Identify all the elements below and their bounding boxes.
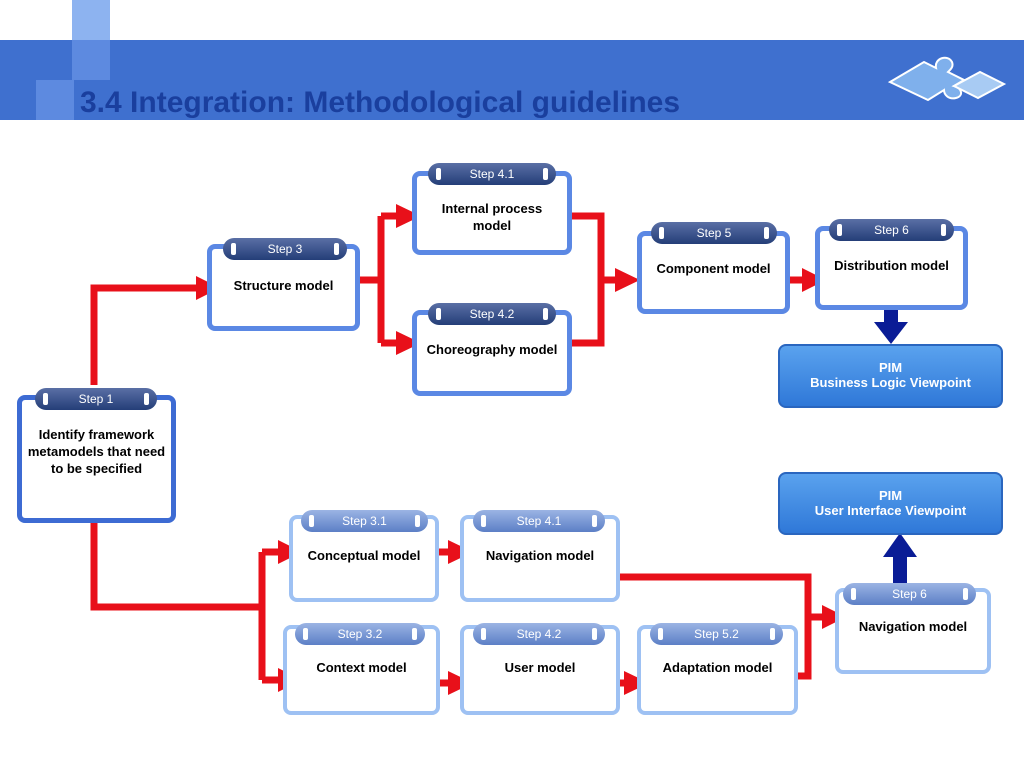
arrowhead [615, 268, 640, 292]
tab-nub [658, 628, 663, 640]
tab-nub [231, 243, 236, 255]
tab-nub [415, 515, 420, 527]
step52-adaptation-label: Adaptation model [662, 660, 773, 675]
header-square [72, 0, 110, 40]
tab-nub [963, 588, 968, 600]
header-square [36, 80, 74, 120]
step31-conceptual-label: Conceptual model [307, 548, 421, 563]
step41-internal-label: Internal process model [441, 201, 543, 233]
tab-nub [309, 515, 314, 527]
step6-navigation-tab: Step 6 [843, 583, 976, 605]
tab-nub [144, 393, 149, 405]
step52-adaptation-tab-label: Step 5.2 [694, 627, 739, 641]
step31-conceptual-tab: Step 3.1 [301, 510, 428, 532]
step3-tab-label: Step 3 [267, 242, 303, 256]
tab-nub [543, 308, 548, 320]
connector-step1-step3 [90, 284, 198, 385]
step41-internal-tab: Step 4.1 [428, 163, 556, 185]
tab-nub [592, 515, 597, 527]
up-arrow-to-pim [883, 533, 917, 583]
tab-nub [659, 227, 664, 239]
header-band [0, 40, 1024, 120]
tab-nub [543, 168, 548, 180]
tab-nub [592, 628, 597, 640]
step6-distribution-label: Distribution model [834, 258, 949, 273]
tab-nub [43, 393, 48, 405]
tab-nub [851, 588, 856, 600]
step6-distribution-tab: Step 6 [829, 219, 954, 241]
tab-nub [334, 243, 339, 255]
step6-navigation-tab-label: Step 6 [892, 587, 927, 601]
step42-user-tab: Step 4.2 [473, 623, 605, 645]
step5-tab-label: Step 5 [696, 226, 732, 240]
step5-tab: Step 5 [651, 222, 777, 244]
step41-internal-tab-label: Step 4.1 [469, 167, 515, 181]
arrowhead [624, 671, 649, 695]
step1-label: Identify framework metamodels that need … [27, 427, 166, 476]
arrowhead [396, 331, 421, 355]
step1-box: Identify framework metamodels that need … [17, 395, 176, 523]
tab-nub [436, 308, 441, 320]
arrowhead [802, 268, 826, 292]
step6-navigation-label: Navigation model [858, 619, 968, 634]
step6-distribution-tab-label: Step 6 [874, 223, 909, 237]
arrowhead [822, 605, 846, 629]
header-square [72, 40, 110, 80]
step41-internal-box: Internal process model [412, 171, 572, 255]
step31-conceptual-tab-label: Step 3.1 [342, 514, 387, 528]
step1-tab-label: Step 1 [78, 392, 114, 406]
step41-navigation-label: Navigation model [485, 548, 595, 563]
step42-user-tab-label: Step 4.2 [516, 627, 562, 641]
tab-nub [436, 168, 441, 180]
tab-nub [941, 224, 946, 236]
tab-nub [303, 628, 308, 640]
step32-context-label: Context model [316, 660, 407, 675]
connector-merge-step6b [619, 573, 824, 680]
step42-user-label: User model [504, 660, 576, 675]
step5-label: Component model [656, 261, 771, 276]
arrowhead [396, 204, 421, 228]
tab-nub [837, 224, 842, 236]
pim-ui-line1: PIM [878, 488, 903, 503]
down-arrow-to-pim [874, 307, 908, 344]
page-title: 3.4 Integration: Methodological guidelin… [80, 86, 681, 119]
step41-navigation-tab-label: Step 4.1 [516, 514, 562, 528]
step3-label: Structure model [233, 278, 334, 293]
step52-adaptation-tab: Step 5.2 [650, 623, 783, 645]
step32-context-tab-label: Step 3.2 [337, 627, 383, 641]
connector-merge-step5 [560, 212, 617, 347]
tab-nub [412, 628, 417, 640]
tab-nub [764, 227, 769, 239]
connector-step1-lower [90, 522, 280, 684]
step1-tab: Step 1 [35, 388, 157, 410]
tab-nub [770, 628, 775, 640]
step42-choreography-tab: Step 4.2 [428, 303, 556, 325]
pim-ui-line2: User Interface Viewpoint [814, 503, 967, 518]
tab-nub [481, 515, 486, 527]
step41-navigation-tab: Step 4.1 [473, 510, 605, 532]
puzzle-piece-icon [887, 56, 1007, 102]
pim-business-logic: PIM Business Logic Viewpoint [778, 344, 1003, 408]
pim-user-interface: PIM User Interface Viewpoint [778, 472, 1003, 535]
connector-step3-split [358, 212, 398, 347]
step42-choreography-label: Choreography model [426, 342, 558, 357]
step32-context-tab: Step 3.2 [295, 623, 425, 645]
pim-business-line2: Business Logic Viewpoint [810, 375, 971, 390]
pim-business-line1: PIM [878, 360, 903, 375]
step42-choreography-tab-label: Step 4.2 [469, 307, 515, 321]
step3-tab: Step 3 [223, 238, 347, 260]
tab-nub [481, 628, 486, 640]
